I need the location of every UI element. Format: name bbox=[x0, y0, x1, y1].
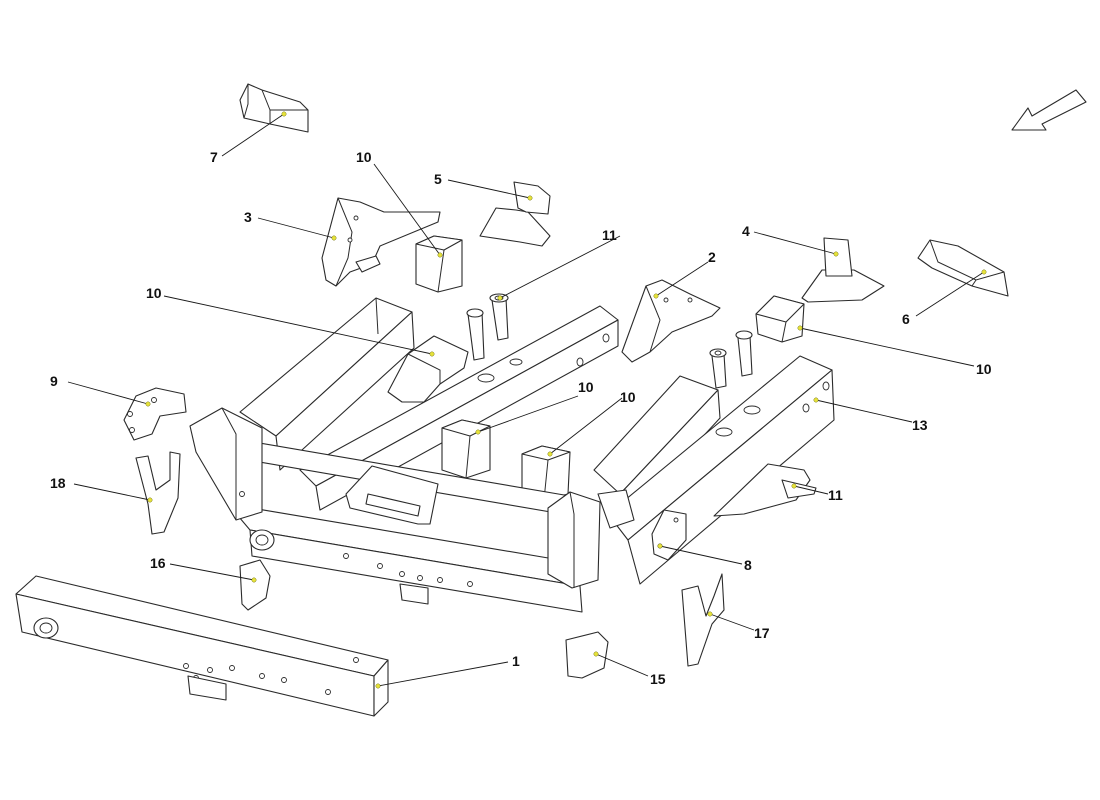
frame-center-rail[interactable] bbox=[299, 305, 619, 511]
part-10-tube-b[interactable] bbox=[755, 295, 805, 343]
part-6-bracket[interactable] bbox=[917, 239, 1009, 297]
part-2-bracket[interactable] bbox=[621, 279, 721, 363]
leader-lines bbox=[67, 113, 985, 687]
callout-5[interactable]: 5 bbox=[434, 171, 442, 187]
part-11-bracket[interactable] bbox=[713, 463, 817, 517]
part-15-bracket[interactable] bbox=[565, 631, 609, 679]
callout-2[interactable]: 2 bbox=[708, 249, 716, 265]
callout-6[interactable]: 6 bbox=[902, 311, 910, 327]
part-3-bracket[interactable] bbox=[321, 197, 441, 287]
frame-pins-right bbox=[709, 330, 753, 389]
callout-9[interactable]: 9 bbox=[50, 373, 58, 389]
part-16-bracket[interactable] bbox=[239, 559, 271, 611]
callout-16[interactable]: 16 bbox=[150, 555, 166, 571]
callout-13[interactable]: 13 bbox=[912, 417, 928, 433]
callout-12[interactable]: 10 bbox=[146, 285, 162, 301]
part-10-tube-a[interactable] bbox=[415, 235, 463, 293]
part-10-tube-c[interactable] bbox=[441, 419, 491, 479]
part-18-bracket[interactable] bbox=[135, 451, 181, 535]
frame-center-bracket bbox=[345, 465, 439, 525]
part-4-bracket[interactable] bbox=[801, 237, 885, 303]
callout-7[interactable]: 7 bbox=[210, 149, 218, 165]
part-9-bracket[interactable] bbox=[123, 387, 187, 441]
part-1-beam[interactable] bbox=[15, 575, 389, 717]
callout-labels: 7 10 5 3 11 2 4 6 10 10 9 10 10 13 11 18… bbox=[50, 149, 992, 687]
callout-14[interactable]: 11 bbox=[602, 227, 617, 243]
frame-right-post[interactable] bbox=[547, 489, 635, 589]
callout-17[interactable]: 17 bbox=[754, 625, 770, 641]
leader-markers bbox=[145, 111, 987, 689]
frame-left-rail[interactable] bbox=[239, 297, 415, 471]
callout-3[interactable]: 3 bbox=[244, 209, 252, 225]
part-14-pins[interactable] bbox=[466, 293, 509, 361]
direction-arrow bbox=[1011, 89, 1087, 131]
callout-4[interactable]: 4 bbox=[742, 223, 750, 239]
frame-left-post[interactable] bbox=[189, 407, 263, 521]
callout-18[interactable]: 18 bbox=[50, 475, 66, 491]
part-5-bracket[interactable] bbox=[479, 181, 551, 247]
part-17-bracket[interactable] bbox=[681, 573, 725, 667]
callout-8[interactable]: 8 bbox=[744, 557, 752, 573]
callout-10[interactable]: 10 bbox=[976, 361, 992, 377]
callout-10[interactable]: 10 bbox=[356, 149, 372, 165]
callout-10[interactable]: 10 bbox=[578, 379, 594, 395]
callout-10[interactable]: 10 bbox=[620, 389, 636, 405]
part-12-bracket[interactable] bbox=[387, 335, 469, 403]
callout-11[interactable]: 11 bbox=[828, 487, 843, 503]
part-7-bracket[interactable] bbox=[239, 83, 309, 133]
callout-15[interactable]: 15 bbox=[650, 671, 666, 687]
callout-1[interactable]: 1 bbox=[512, 653, 520, 669]
